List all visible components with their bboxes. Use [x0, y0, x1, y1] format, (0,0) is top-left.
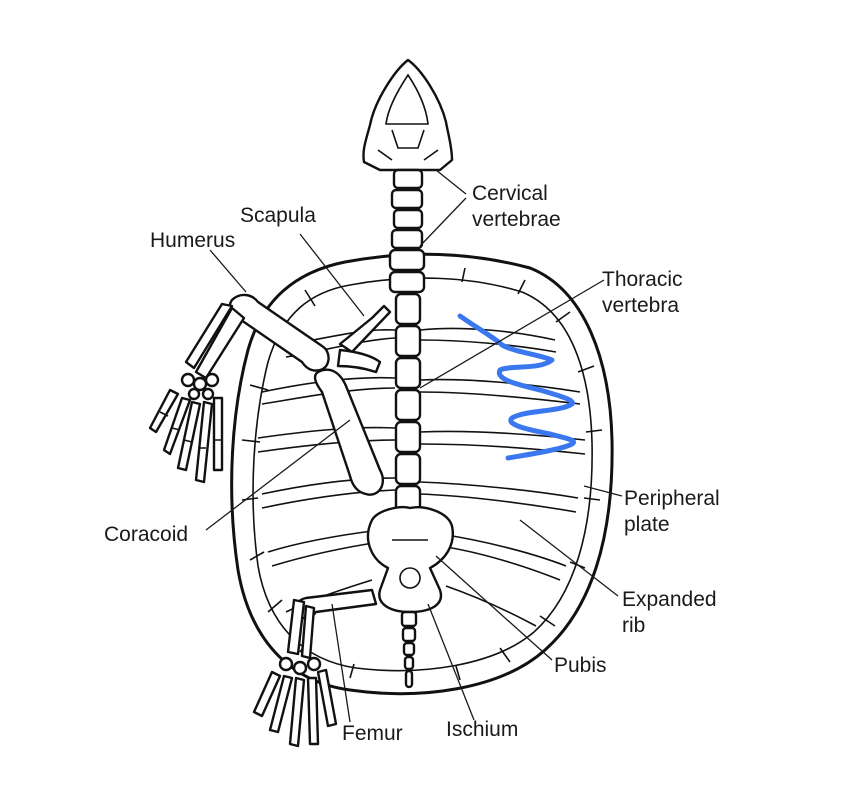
forelimb [148, 293, 330, 484]
label-pubis: Pubis [554, 654, 607, 677]
label-humerus: Humerus [150, 229, 235, 252]
carapace-inner [252, 277, 593, 672]
pelvis [366, 506, 455, 614]
label-ischium: Ischium [446, 718, 518, 741]
label-scapula: Scapula [240, 204, 316, 227]
hindlimb [252, 588, 378, 748]
label-peripheral-2: plate [624, 513, 670, 536]
label-cervical-2: vertebrae [472, 208, 561, 231]
leader-coracoid [205, 419, 351, 531]
leader-ischium [427, 603, 475, 721]
leader-cervical-b [419, 197, 467, 247]
thoracic-spine [394, 292, 422, 516]
pectoral-girdle [313, 304, 392, 496]
leader-thoracic [419, 279, 605, 389]
leader-femur [331, 603, 351, 723]
label-expanded-1: Expanded [622, 588, 717, 611]
label-coracoid: Coracoid [104, 523, 188, 546]
leader-scapula [299, 233, 365, 317]
label-thoracic-2: vertebra [602, 294, 679, 317]
annotation-squiggle [457, 313, 576, 461]
leader-lines [205, 169, 623, 723]
leader-pubis [435, 555, 553, 661]
tail [400, 610, 418, 689]
leader-peripheral [583, 485, 623, 497]
leader-expanded [519, 519, 619, 597]
leader-humerus [209, 249, 247, 293]
carapace [230, 252, 614, 696]
label-expanded-2: rib [622, 614, 645, 637]
skull [362, 58, 454, 172]
label-cervical-1: Cervical [472, 182, 548, 205]
label-peripheral-1: Peripheral [624, 487, 720, 510]
label-femur: Femur [342, 722, 403, 745]
labels: Cervical vertebrae Scapula Humerus Thora… [104, 182, 720, 745]
leader-cervical-a [435, 169, 467, 195]
label-thoracic-1: Thoracic [602, 268, 683, 291]
cervical-vertebrae [388, 168, 426, 294]
expanded-ribs-right [419, 327, 586, 627]
